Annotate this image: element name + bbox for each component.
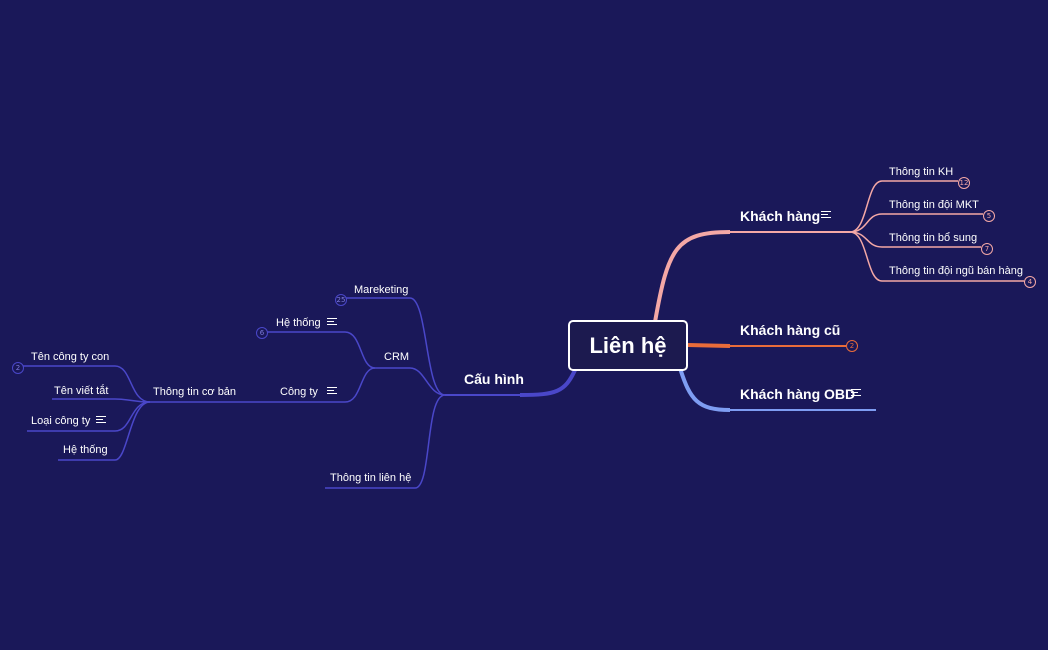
node-loai-cong-ty-label: Loại công ty [31,415,91,427]
node-thong-tin-co-ban[interactable]: Thông tin cơ bản [153,385,236,399]
node-ten-cong-ty-con-label: Tên công ty con [31,351,110,363]
node-cau-hinh-label: Cấu hình [464,371,524,387]
thong-tin-bo-sung-count-badge[interactable]: 7 [981,243,993,255]
khach-hang-branch [653,180,1024,323]
node-thong-tin-kh[interactable]: Thông tin KH [889,165,953,179]
node-cau-hinh[interactable]: Cấu hình [464,371,524,387]
thong-tin-doi-ngu-ban-hang-count: 4 [1027,277,1033,286]
node-mareketing-label: Mareketing [354,284,409,296]
node-thong-tin-doi-ngu-ban-hang-label: Thông tin đội ngũ bán hàng [889,265,1023,277]
thong-tin-bo-sung-count: 7 [984,244,990,253]
mareketing-count: 25 [336,295,346,304]
khach-hang-notes-icon[interactable] [821,211,831,218]
node-loai-cong-ty[interactable]: Loại công ty [31,414,90,428]
khach-hang-obd-notes-icon[interactable] [851,389,861,396]
ten-cong-ty-con-count-badge[interactable]: 2 [12,362,24,374]
node-thong-tin-bo-sung-label: Thông tin bổ sung [889,232,978,244]
khach-hang-cu-count-badge[interactable]: 2 [846,340,858,352]
thong-tin-doi-ngu-ban-hang-count-badge[interactable]: 4 [1024,276,1036,288]
node-he-thong[interactable]: Hệ thống [276,316,321,330]
root-node[interactable]: Liên hệ [568,320,688,371]
node-khach-hang-cu-label: Khách hàng cũ [740,322,841,338]
node-cong-ty-label: Công ty [280,386,318,398]
cau-hinh-branch [22,297,577,489]
node-he-thong-sub-label: Hệ thống [63,444,108,456]
node-thong-tin-doi-mkt[interactable]: Thông tin đội MKT [889,198,979,212]
node-ten-cong-ty-con[interactable]: Tên công ty con [31,350,109,364]
thong-tin-doi-mkt-count-badge[interactable]: 5 [983,210,995,222]
node-khach-hang-obd[interactable]: Khách hàng OBD [740,386,855,402]
node-crm[interactable]: CRM [384,350,409,364]
khach-hang-obd-branch [678,367,876,412]
khach-hang-cu-count: 2 [849,341,855,350]
node-he-thong-sub[interactable]: Hệ thống [63,443,108,457]
ten-cong-ty-con-count: 2 [15,363,21,372]
node-thong-tin-doi-mkt-label: Thông tin đội MKT [889,199,979,211]
thong-tin-doi-mkt-count: 5 [986,211,992,220]
mareketing-count-badge[interactable]: 25 [335,294,347,306]
loai-cong-ty-notes-icon[interactable] [96,416,106,423]
he-thong-notes-icon[interactable] [327,318,337,325]
root-label: Liên hệ [589,332,667,358]
node-ten-viet-tat-label: Tên viết tắt [54,385,109,397]
node-ten-viet-tat[interactable]: Tên viết tắt [54,384,108,398]
node-thong-tin-doi-ngu-ban-hang[interactable]: Thông tin đội ngũ bán hàng [889,264,1023,278]
node-khach-hang-label: Khách hàng [740,208,821,224]
node-thong-tin-lien-he[interactable]: Thông tin liên hệ [330,471,411,485]
node-thong-tin-bo-sung[interactable]: Thông tin bổ sung [889,231,977,245]
node-thong-tin-kh-label: Thông tin KH [889,166,954,178]
node-thong-tin-co-ban-label: Thông tin cơ bản [153,386,237,398]
node-khach-hang[interactable]: Khách hàng [740,208,820,224]
he-thong-count-badge[interactable]: 6 [256,327,268,339]
node-thong-tin-lien-he-label: Thông tin liên hệ [330,472,412,484]
node-cong-ty[interactable]: Công ty [280,385,318,399]
node-crm-label: CRM [384,351,410,363]
khach-hang-cu-branch [687,343,846,348]
he-thong-count: 6 [259,328,265,337]
node-mareketing[interactable]: Mareketing [354,283,408,297]
cong-ty-notes-icon[interactable] [327,387,337,394]
node-khach-hang-obd-label: Khách hàng OBD [740,386,856,402]
thong-tin-kh-count-badge[interactable]: 12 [958,177,970,189]
node-khach-hang-cu[interactable]: Khách hàng cũ [740,322,840,338]
thong-tin-kh-count: 12 [959,178,969,187]
node-he-thong-label: Hệ thống [276,317,321,329]
